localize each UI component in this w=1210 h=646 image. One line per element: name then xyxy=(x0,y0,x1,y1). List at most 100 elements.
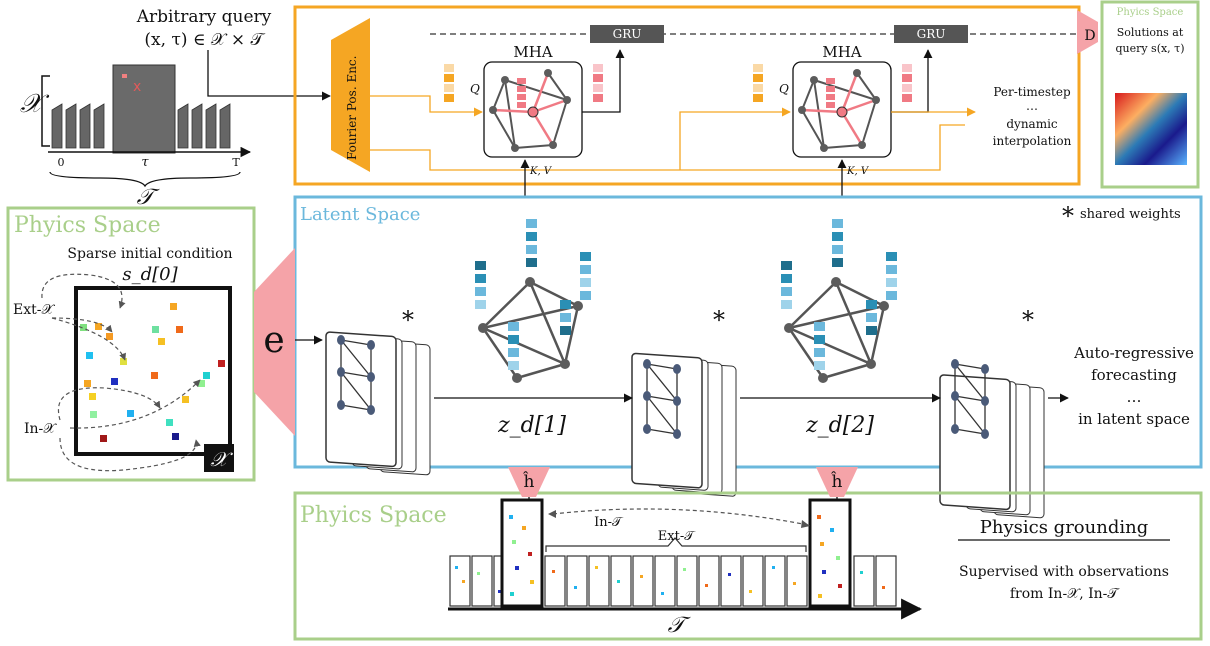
q-label-1: Q xyxy=(470,82,480,96)
q-label-2: Q xyxy=(779,82,789,96)
fourier-encoder xyxy=(331,18,370,172)
x-brace xyxy=(41,75,50,147)
decoder-box xyxy=(293,5,1081,186)
q-arrow-1 xyxy=(370,95,483,117)
gru-label-2: GRU xyxy=(917,27,946,41)
physics-right-line1: Solutions at xyxy=(1117,26,1184,39)
kv-label-1: K, V xyxy=(529,166,553,177)
encoder-label: e xyxy=(263,320,284,361)
query-title-line2: (x, τ) ∈ 𝒳 × 𝒯 xyxy=(144,30,265,50)
physics-bottom-box xyxy=(293,491,1203,641)
t-brace xyxy=(49,171,241,188)
query-frame-main xyxy=(112,64,176,154)
in-t-arrowhead-right xyxy=(801,520,810,528)
per-timestep-line1: Per-timestep xyxy=(993,85,1071,99)
h-label-1: ĥ xyxy=(523,471,535,492)
sparse-line2: s_d[0] xyxy=(122,264,178,285)
gnn-stack-3 xyxy=(939,374,1045,519)
stack-asterisk-1: * xyxy=(402,306,414,334)
t-axis-label: 𝒯 xyxy=(137,185,161,210)
in-t-label: In-𝒯 xyxy=(594,515,624,530)
gnn-stack-1 xyxy=(325,331,431,476)
per-timestep-line4: interpolation xyxy=(993,134,1072,148)
small-frame-dots xyxy=(455,566,885,595)
sparse-line1: Sparse initial condition xyxy=(67,246,232,262)
query-marker-square xyxy=(122,74,127,78)
sparse-points xyxy=(80,303,225,442)
physics-bottom-title: Phyics Space xyxy=(300,503,447,528)
tick-0: 0 xyxy=(58,156,65,169)
supervised-line1: Supervised with observations xyxy=(959,564,1169,580)
physics-left-title: Phyics Space xyxy=(14,213,161,238)
query-frames-right xyxy=(177,103,231,149)
query-token-2 xyxy=(753,64,763,102)
latent-title: Latent Space xyxy=(300,204,420,225)
mha-out-tokens-1 xyxy=(593,64,603,102)
encoder-shape xyxy=(254,248,295,436)
gnn-stack-3-graph xyxy=(951,359,989,439)
mha-label-2: MHA xyxy=(822,43,861,61)
z2-label: z_d[2] xyxy=(805,413,874,438)
ext-x-arrows xyxy=(41,273,126,361)
tick-tau: τ xyxy=(141,155,149,170)
physics-left-panel: Phyics Space Sparse initial condition s_… xyxy=(6,206,256,482)
in-t-arrowhead-left xyxy=(548,510,556,518)
stack-asterisk-3: * xyxy=(1022,306,1034,334)
gru-box-1 xyxy=(590,25,664,43)
gnn-stack-2-graph xyxy=(643,359,681,439)
shared-asterisk: * xyxy=(1062,202,1074,230)
mha-out-tokens-2 xyxy=(902,64,912,102)
grounding-title: Physics grounding xyxy=(980,517,1148,538)
solution-heatmap xyxy=(1115,93,1187,165)
mha-block-1: MHA xyxy=(483,43,583,158)
query-token-1 xyxy=(444,64,454,102)
latent-panel: Latent Space * shared weights e * xyxy=(254,195,1203,519)
physics-right-title: Phyics Space xyxy=(1117,7,1184,18)
auto-line2: forecasting xyxy=(1091,366,1177,384)
query-panel: Arbitrary query (x, τ) ∈ 𝒳 × 𝒯 𝒳 x 0 τ T… xyxy=(20,7,331,210)
physics-bottom-panel: Phyics Space ĥ ĥ xyxy=(293,467,1203,641)
mha-block-2: MHA xyxy=(792,43,892,158)
per-timestep-line3: dynamic xyxy=(1006,117,1058,131)
kv-label-2: K, V xyxy=(846,166,870,177)
gru-box-2 xyxy=(894,25,968,43)
gnn-stack-2 xyxy=(631,352,737,497)
corner-x-bg xyxy=(204,444,234,472)
latent-graph-2 xyxy=(781,219,897,383)
query-marker: x xyxy=(133,79,141,95)
decoder-d-label: D xyxy=(1084,28,1095,44)
sparse-domain xyxy=(74,286,232,456)
stack-asterisk-2: * xyxy=(713,306,725,334)
decoder-panel: Fourier Pos. Enc. Q MHA xyxy=(293,5,1098,196)
in-x-arrows xyxy=(57,379,201,472)
h-shape-1 xyxy=(508,467,550,497)
latent-graph-1 xyxy=(475,219,591,383)
per-timestep-line2: … xyxy=(1026,99,1038,113)
query-title-line1: Arbitrary query xyxy=(136,7,272,27)
skip-line xyxy=(370,124,965,171)
big-frame-dots xyxy=(509,515,842,598)
mha-label-1: MHA xyxy=(513,43,552,61)
ext-t-brace xyxy=(545,537,807,552)
supervised-line2: from In-𝒳, In-𝒯 xyxy=(1010,586,1121,602)
query-arrow xyxy=(207,50,331,101)
decoder-d-shape xyxy=(1077,10,1098,54)
gru-label-1: GRU xyxy=(613,27,642,41)
latent-box xyxy=(293,195,1203,469)
tick-T: T xyxy=(232,156,240,169)
auto-line4: in latent space xyxy=(1078,410,1190,428)
big-frame-1 xyxy=(500,498,544,608)
ext-t-label: Ext-𝒯 xyxy=(658,529,696,544)
in-x-label: In-𝒳 xyxy=(24,421,57,437)
q-arrow-2 xyxy=(679,107,791,170)
auto-line3: … xyxy=(1127,388,1142,406)
fourier-label: Fourier Pos. Enc. xyxy=(345,56,359,160)
physics-right-line2: query s(x, τ) xyxy=(1115,42,1184,55)
mha-to-gru-1 xyxy=(582,49,625,113)
big-frame-2 xyxy=(808,498,852,608)
ext-x-label: Ext-𝒳 xyxy=(13,302,55,318)
auto-line1: Auto-regressive xyxy=(1073,344,1194,362)
h-shape-2 xyxy=(816,467,858,497)
physics-right-panel: Phyics Space Solutions at query s(x, τ) xyxy=(1100,0,1200,189)
